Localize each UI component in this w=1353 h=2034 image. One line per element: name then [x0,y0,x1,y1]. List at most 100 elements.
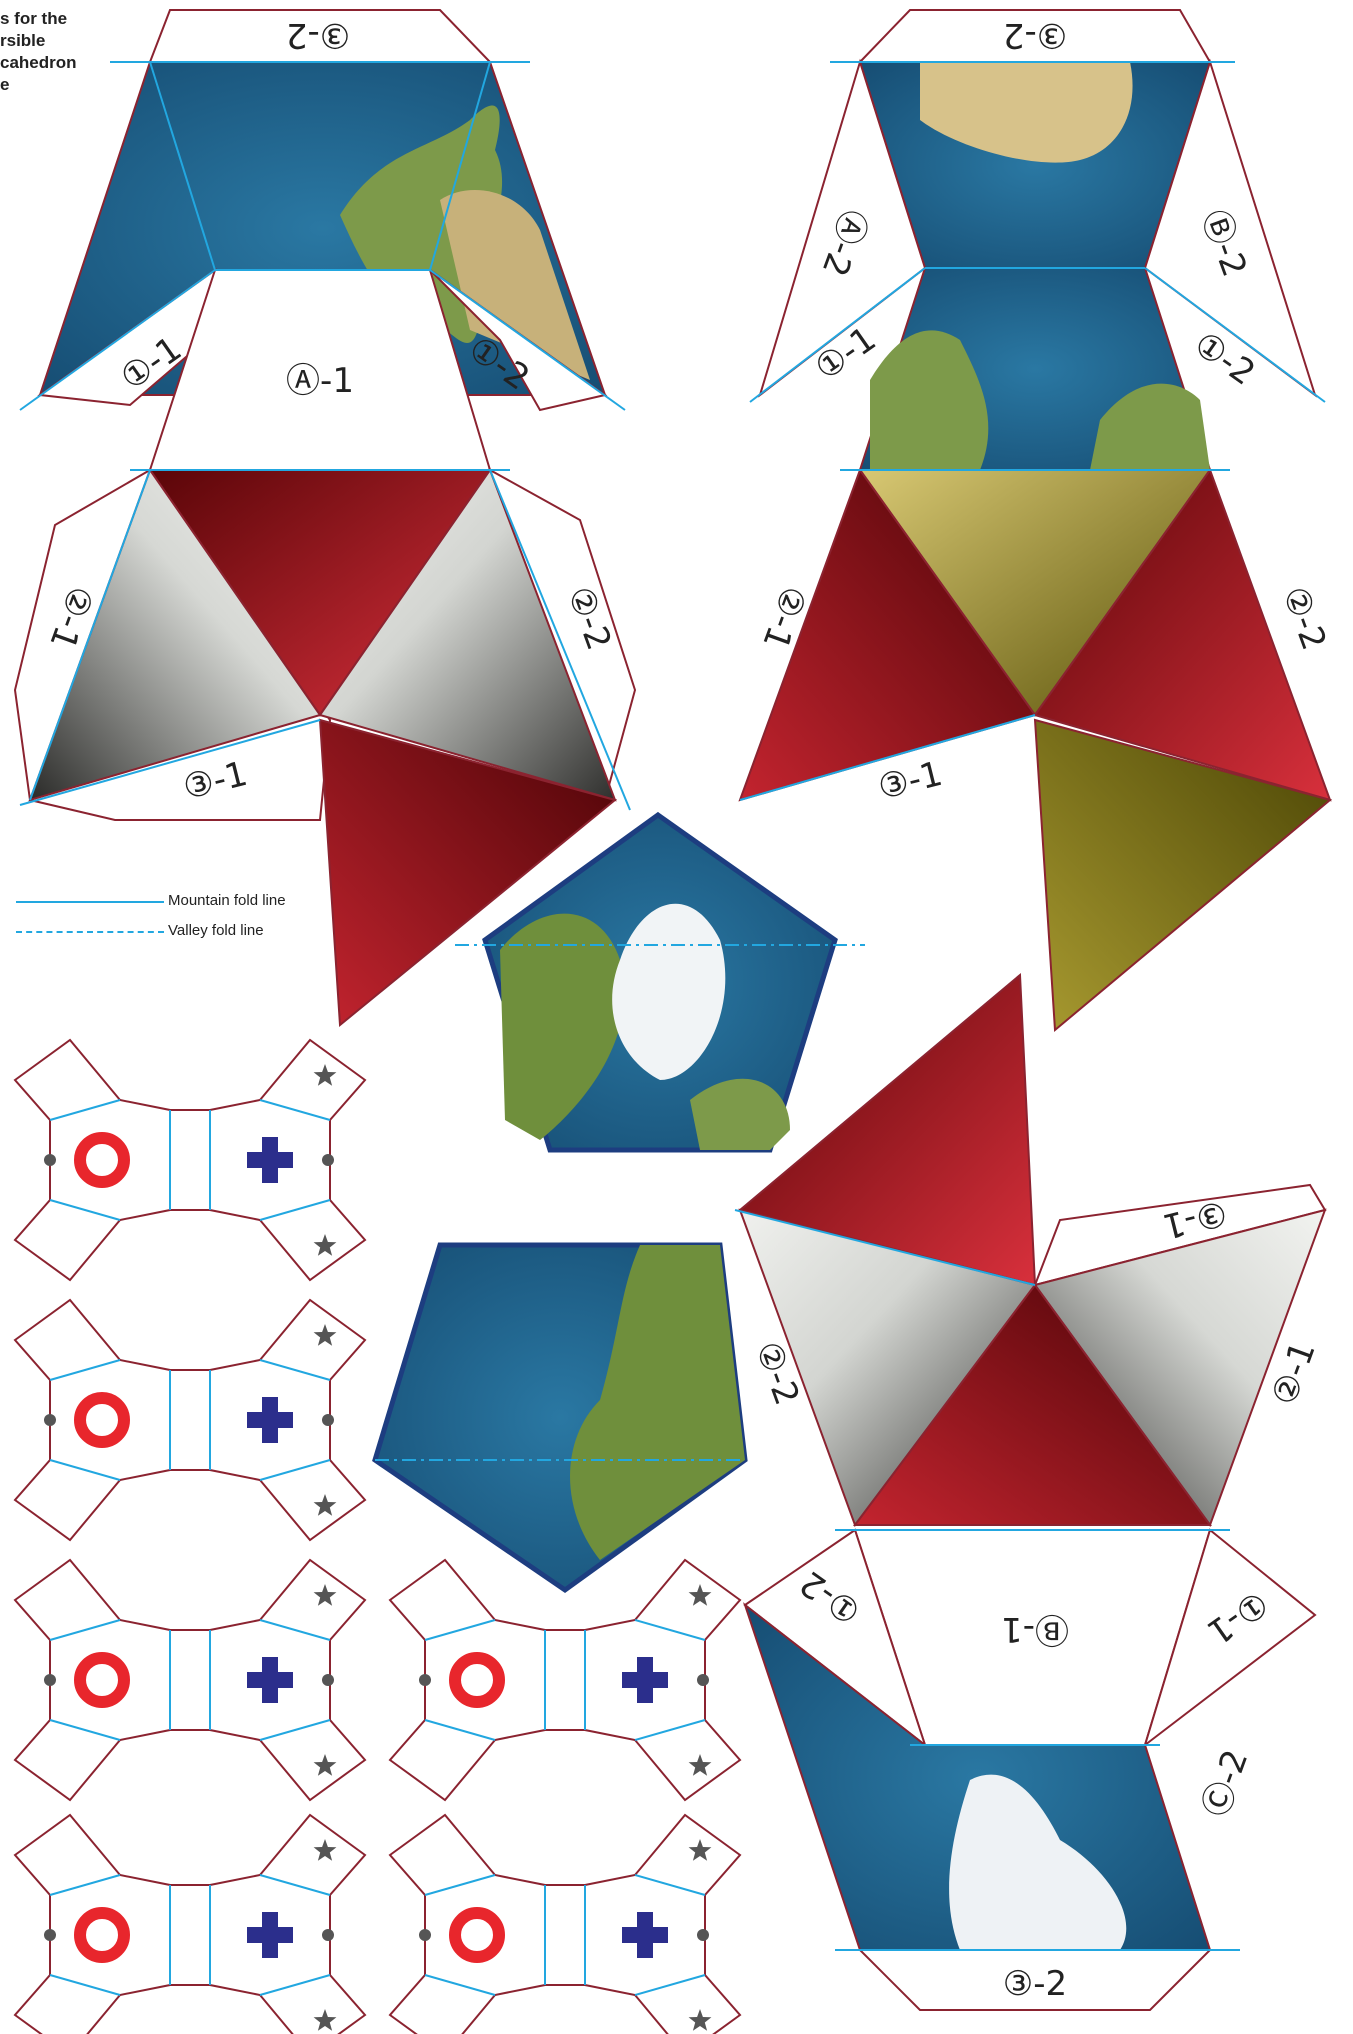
connector-pieces [13,1038,742,2034]
dot-mark-icon [697,1674,709,1686]
circle-mark-icon [449,1907,505,1963]
pentagon-atlantic [372,1242,748,1594]
plus-mark-icon [247,1397,293,1443]
connector-left-hex [13,1298,171,1542]
land-africa-coast [570,1245,745,1560]
fold-lines [19,61,1326,1951]
circle-mark-icon [74,1132,130,1188]
star-mark-icon [313,1234,337,1256]
title-line-4: e [0,75,10,94]
connector-piece [388,1813,742,2034]
connector-fold-line [424,1874,496,1896]
connector-fold-line [259,1719,331,1741]
connector-fold-line [259,1974,331,1996]
label-tr-bottom: ③-1 [874,754,946,808]
connector-fold-line [634,1719,706,1741]
flap-br-right [1143,1528,1317,1748]
connector-fold-line [259,1874,331,1896]
face-red-bottom [318,718,618,1028]
connector-bridge [169,1369,211,1471]
label-tr-top: ③-2 [1003,15,1067,55]
connector-fold-line [259,1199,331,1221]
connector-fold-line [424,1719,496,1741]
connector-fold-line [259,1099,331,1121]
plus-mark-icon [622,1657,668,1703]
label-tr-lower-right: ②-2 [1274,581,1334,655]
connector-left-hex [388,1558,546,1802]
mountain-fold-swatch [16,901,164,903]
title-line-1: s for the [0,9,68,28]
connector-fold-line [49,1874,121,1896]
connector-piece [13,1038,367,1282]
face-gray-right [318,467,617,802]
pentagon-arctic [482,811,838,1153]
connector-right-hex [209,1813,367,2034]
circle-mark-icon [74,1392,130,1448]
legend-valley: Valley fold line [16,920,316,950]
label-br-center: Ⓑ-1 [1001,1609,1069,1649]
panel-top-right [738,9,1333,1033]
dot-mark-icon [44,1154,56,1166]
connector-fold-line [634,1619,706,1641]
label-tl-center: Ⓐ-1 [286,361,354,401]
connector-bridge [544,1629,586,1731]
connector-bridge [544,1884,586,1986]
connector-fold-line [49,1619,121,1641]
connector-bridge [169,1884,211,1986]
star-mark-icon [313,1064,337,1086]
connector-fold-line [49,1199,121,1221]
star-mark-icon [688,1754,712,1776]
dot-mark-icon [322,1414,334,1426]
star-mark-icon [688,1584,712,1606]
title-line-3: cahedron [0,53,77,72]
land-north-america-arctic [500,913,625,1140]
land-africa-top [920,62,1133,163]
dot-mark-icon [697,1929,709,1941]
label-tl-top: ③-2 [286,15,350,55]
connector-bridge [169,1109,211,1211]
panel-bottom-right [737,972,1327,2011]
land-sahara [440,190,590,380]
star-mark-icon [313,1839,337,1861]
star-mark-icon [313,1324,337,1346]
connector-piece [13,1813,367,2034]
connector-piece [13,1558,367,1802]
dot-mark-icon [44,1674,56,1686]
title-line-2: rsible [0,31,46,50]
fold-legend: Mountain fold line Valley fold line [16,890,316,950]
sheet-title: s for the rsible cahedron e [0,8,110,96]
connector-fold-line [259,1359,331,1381]
connector-fold-line [634,1874,706,1896]
circle-mark-icon [74,1907,130,1963]
dot-mark-icon [419,1929,431,1941]
face-red-br-bottom [853,1283,1212,1526]
dot-mark-icon [419,1674,431,1686]
connector-fold-line [49,1719,121,1741]
connector-left-hex [388,1813,546,2034]
connector-piece [13,1298,367,1542]
star-mark-icon [313,1494,337,1516]
star-mark-icon [313,2009,337,2031]
connector-right-hex [584,1813,742,2034]
land-antarctica [949,1774,1127,1950]
dot-mark-icon [44,1929,56,1941]
connector-left-hex [13,1558,171,1802]
star-mark-icon [688,1839,712,1861]
dot-mark-icon [322,1674,334,1686]
land-americas [870,330,989,470]
valley-fold-label: Valley fold line [168,922,264,939]
connector-fold-line [49,1359,121,1381]
dot-mark-icon [322,1929,334,1941]
connector-fold-line [259,1619,331,1641]
land-greenland [612,903,726,1080]
connector-fold-line [424,1974,496,1996]
circle-mark-icon [74,1652,130,1708]
label-br-bottom: ③-2 [1003,1964,1067,2004]
connector-fold-line [259,1459,331,1481]
circle-mark-icon [449,1652,505,1708]
connector-fold-line [49,1974,121,1996]
connector-left-hex [13,1038,171,1282]
dot-mark-icon [322,1154,334,1166]
plus-mark-icon [622,1912,668,1958]
